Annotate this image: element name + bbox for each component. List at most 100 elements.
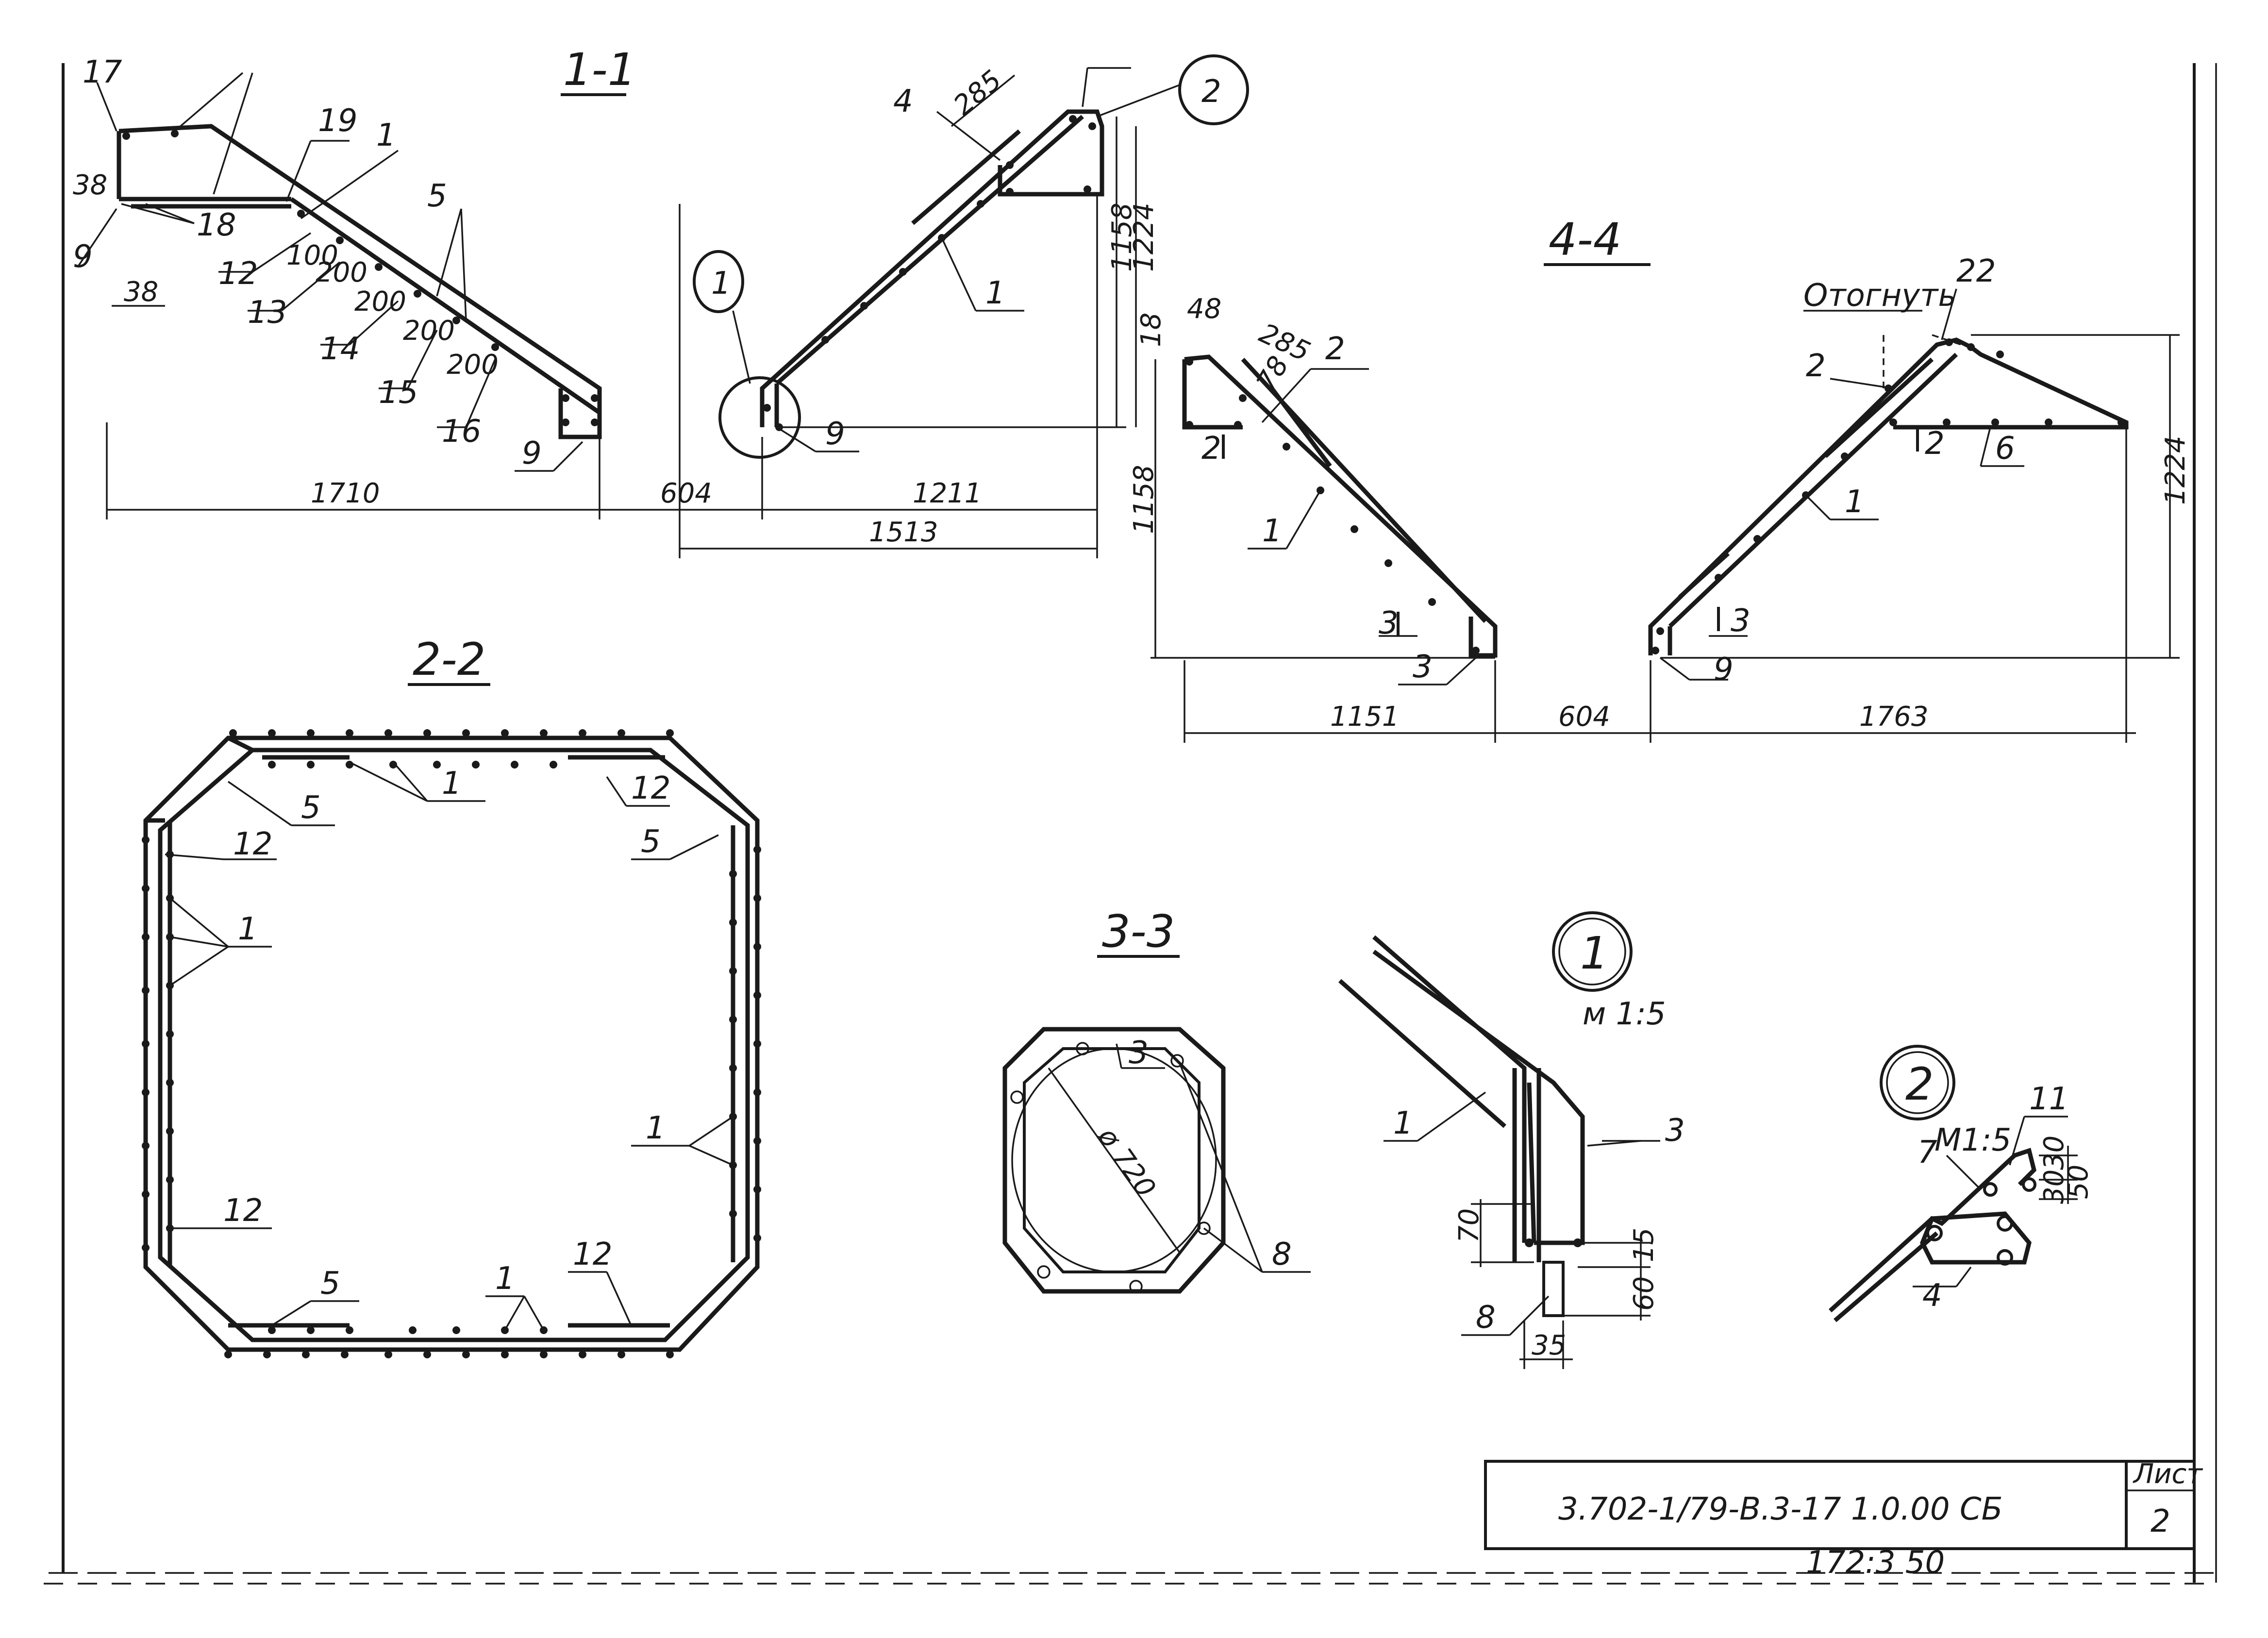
- svg-text:1710: 1710: [311, 478, 380, 509]
- labels-1-1-left: 17 19 1 5 18 12 13 14 15: [73, 54, 584, 472]
- sheet-frame: [44, 63, 2217, 1585]
- svg-text:3: 3: [1731, 603, 1751, 639]
- svg-text:М1:5: М1:5: [1934, 1122, 2011, 1158]
- svg-text:5: 5: [427, 178, 447, 214]
- svg-text:3: 3: [1665, 1113, 1685, 1149]
- svg-text:1: 1: [1580, 927, 1609, 979]
- svg-text:4: 4: [1922, 1278, 1942, 1314]
- svg-text:18: 18: [197, 207, 236, 243]
- svg-text:14: 14: [320, 331, 360, 367]
- svg-text:1158: 1158: [1128, 465, 1160, 534]
- section-2-2-view: 2-2: [142, 634, 761, 1358]
- archive-number: 172:3 50: [1806, 1545, 1945, 1581]
- section-1-1-title: 1-1: [563, 44, 636, 96]
- svg-text:1224: 1224: [2160, 435, 2191, 505]
- svg-text:16: 16: [442, 414, 481, 450]
- svg-text:60: 60: [1628, 1276, 1660, 1311]
- svg-text:5: 5: [320, 1266, 340, 1302]
- section-1-1-view: 1-1 17 19 1 5: [73, 44, 1249, 558]
- svg-text:12: 12: [233, 826, 272, 862]
- svg-text:1: 1: [442, 766, 462, 802]
- svg-text:285: 285: [948, 64, 1008, 122]
- rebar-dots-1-1-right: [763, 115, 1096, 431]
- svg-text:30: 30: [2038, 1170, 2070, 1204]
- svg-text:1224: 1224: [1128, 202, 1160, 272]
- svg-text:19: 19: [318, 103, 357, 139]
- svg-text:200: 200: [447, 349, 499, 381]
- svg-text:50: 50: [2063, 1165, 2094, 1199]
- svg-text:1151: 1151: [1330, 701, 1400, 733]
- svg-text:1: 1: [1262, 513, 1282, 549]
- node-1-marker: [718, 376, 801, 459]
- title-block: 3.702-1/79-В.3-17 1.0.00 СБ Лист 2 172:3…: [1484, 1458, 2203, 1581]
- sheet-number: 2: [2151, 1504, 2170, 1539]
- svg-text:200: 200: [316, 257, 367, 288]
- svg-text:1: 1: [646, 1110, 666, 1146]
- svg-text:12: 12: [573, 1237, 612, 1272]
- svg-text:15: 15: [1628, 1228, 1660, 1262]
- svg-text:12: 12: [218, 256, 258, 292]
- svg-text:12: 12: [223, 1193, 263, 1229]
- svg-text:2: 2: [1201, 74, 1221, 110]
- svg-text:100: 100: [286, 240, 338, 271]
- svg-text:38: 38: [124, 276, 158, 308]
- svg-text:8: 8: [1272, 1237, 1292, 1272]
- svg-text:1: 1: [711, 266, 731, 301]
- svg-text:48: 48: [1187, 293, 1221, 325]
- svg-text:8: 8: [1476, 1300, 1496, 1336]
- section-3-3-title: 3-3: [1102, 905, 1175, 957]
- svg-text:м 1:5: м 1:5: [1583, 996, 1666, 1032]
- section-3-3-view: 3-3 ø 720 3 8: [1002, 905, 1311, 1294]
- svg-text:1: 1: [238, 911, 258, 947]
- node-2-detail: 2 М1:5 11 7 4 30 30 50: [1828, 1045, 2094, 1322]
- node-1-detail: 1 м 1:5 1 3 70 15 60 8 35: [1338, 911, 1685, 1369]
- svg-text:604: 604: [1558, 701, 1610, 733]
- svg-text:200: 200: [354, 286, 406, 318]
- rebar-dots-4-4-right: [1651, 338, 2125, 654]
- sheet-label: Лист: [2133, 1458, 2203, 1490]
- svg-text:1211: 1211: [913, 478, 982, 509]
- svg-text:1763: 1763: [1859, 701, 1929, 733]
- svg-text:1513: 1513: [869, 517, 938, 548]
- svg-text:11: 11: [2029, 1081, 2068, 1117]
- svg-text:17: 17: [83, 54, 122, 90]
- svg-text:2: 2: [1806, 348, 1826, 384]
- svg-text:13: 13: [248, 295, 287, 331]
- svg-text:2: 2: [1925, 426, 1945, 462]
- drawing-code: 3.702-1/79-В.3-17 1.0.00 СБ: [1558, 1491, 2002, 1527]
- bolt-marks-3-3: [1010, 1042, 1211, 1293]
- svg-text:12: 12: [631, 770, 670, 806]
- svg-text:7: 7: [1918, 1135, 1937, 1170]
- svg-text:1: 1: [495, 1261, 515, 1297]
- svg-text:1: 1: [1393, 1105, 1413, 1141]
- section-4-4-title: 4-4: [1549, 214, 1621, 266]
- svg-text:15: 15: [379, 375, 418, 411]
- svg-text:18: 18: [1135, 313, 1167, 347]
- svg-text:Отогнуть: Отогнуть: [1803, 278, 1956, 314]
- svg-text:35: 35: [1532, 1330, 1566, 1361]
- node-2-marker: [1178, 54, 1249, 125]
- svg-text:70: 70: [1453, 1208, 1485, 1243]
- svg-text:1: 1: [1845, 484, 1865, 520]
- svg-text:1158: 1158: [1106, 202, 1138, 272]
- section-2-2-title: 2-2: [413, 634, 485, 685]
- svg-text:2: 2: [1325, 331, 1345, 367]
- svg-text:9: 9: [522, 435, 542, 471]
- svg-text:1: 1: [985, 275, 1005, 311]
- svg-text:38: 38: [73, 169, 107, 201]
- svg-text:4: 4: [893, 84, 913, 119]
- svg-text:22: 22: [1956, 253, 1996, 289]
- svg-text:6: 6: [1995, 431, 2015, 467]
- svg-text:604: 604: [660, 478, 712, 509]
- svg-text:9: 9: [1714, 652, 1734, 687]
- svg-text:3: 3: [1413, 649, 1433, 685]
- svg-text:5: 5: [641, 824, 661, 860]
- rebar-dots-1-1-left: [122, 130, 599, 426]
- svg-text:2: 2: [1905, 1058, 1934, 1110]
- svg-text:9: 9: [825, 416, 845, 452]
- svg-text:30: 30: [2038, 1136, 2070, 1170]
- svg-text:1: 1: [376, 117, 396, 153]
- rebar-dots-2-2: [142, 729, 761, 1358]
- svg-text:9: 9: [73, 239, 93, 275]
